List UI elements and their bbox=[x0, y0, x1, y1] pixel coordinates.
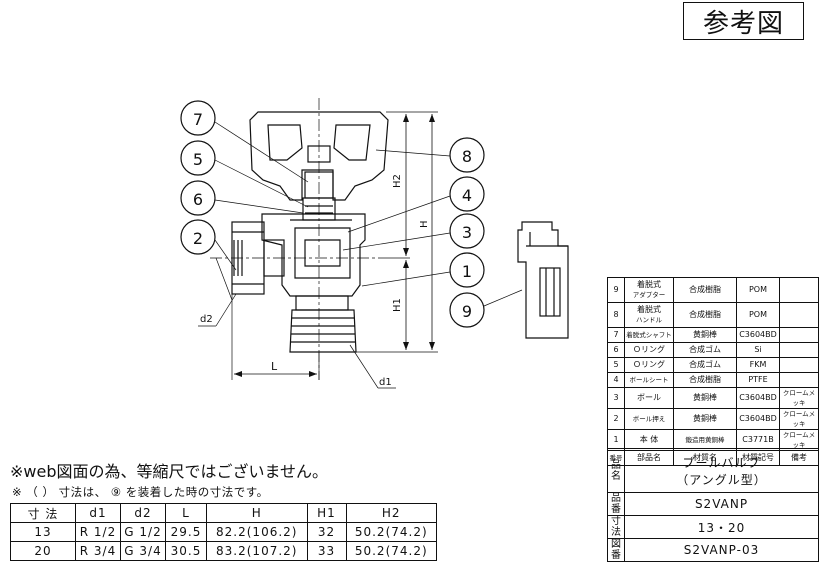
dim-l-label: L bbox=[271, 360, 278, 373]
balloon-1: 1 bbox=[361, 252, 485, 288]
dim-h2-label: H2 bbox=[392, 174, 403, 188]
reference-drawing-stamp: 参考図 bbox=[683, 2, 804, 40]
product-size: 13・20 bbox=[624, 515, 819, 539]
note-parenthesis: ※ （ ） 寸法は、 ⑨ を装着した時の寸法です。 bbox=[12, 485, 269, 499]
dim-h1-label: H1 bbox=[392, 298, 403, 312]
svg-text:4: 4 bbox=[462, 186, 472, 205]
valve-technical-drawing: H2 H H1 L d2 d1 7 5 6 2 8 4 3 1 9 bbox=[180, 98, 569, 389]
svg-text:5: 5 bbox=[193, 150, 203, 169]
product-name: ブールバルブ bbox=[682, 455, 761, 470]
balloon-3: 3 bbox=[342, 213, 485, 251]
name-label: 品名 bbox=[607, 448, 625, 493]
drawing-number: S2VANP-03 bbox=[624, 538, 819, 562]
svg-text:7: 7 bbox=[193, 110, 203, 129]
svg-text:8: 8 bbox=[462, 147, 472, 166]
balloon-6: 6 bbox=[180, 180, 304, 216]
dim-h-label: H bbox=[419, 220, 430, 228]
size-label: 寸法 bbox=[607, 515, 625, 539]
drawing-label: 図番 bbox=[607, 538, 625, 562]
balloon-4: 4 bbox=[347, 176, 485, 233]
svg-text:3: 3 bbox=[462, 223, 472, 242]
svg-text:6: 6 bbox=[193, 190, 203, 209]
svg-text:1: 1 bbox=[462, 262, 472, 281]
balloon-7: 7 bbox=[180, 100, 309, 183]
note-web-drawing: ※web図面の為、等縮尺ではございません。 bbox=[10, 462, 329, 481]
dim-d2-label: d2 bbox=[200, 314, 213, 325]
title-block: 品名 ブールバルブ （アングル型） 品番 S2VANP 寸法 13・20 図番 S… bbox=[607, 448, 819, 562]
number-label: 品番 bbox=[607, 492, 625, 516]
product-number: S2VANP bbox=[624, 492, 819, 516]
product-subtitle: （アングル型） bbox=[676, 472, 767, 487]
dim-d1-label: d1 bbox=[379, 377, 392, 388]
dimension-table-header: 寸 法 d1 d2 L H H1 H2 bbox=[10, 503, 437, 523]
svg-text:2: 2 bbox=[193, 229, 203, 248]
balloon-2: 2 bbox=[180, 219, 237, 271]
balloon-5: 5 bbox=[180, 140, 309, 208]
svg-text:9: 9 bbox=[462, 302, 472, 321]
balloon-9: 9 bbox=[449, 289, 523, 328]
balloon-8: 8 bbox=[375, 137, 485, 173]
